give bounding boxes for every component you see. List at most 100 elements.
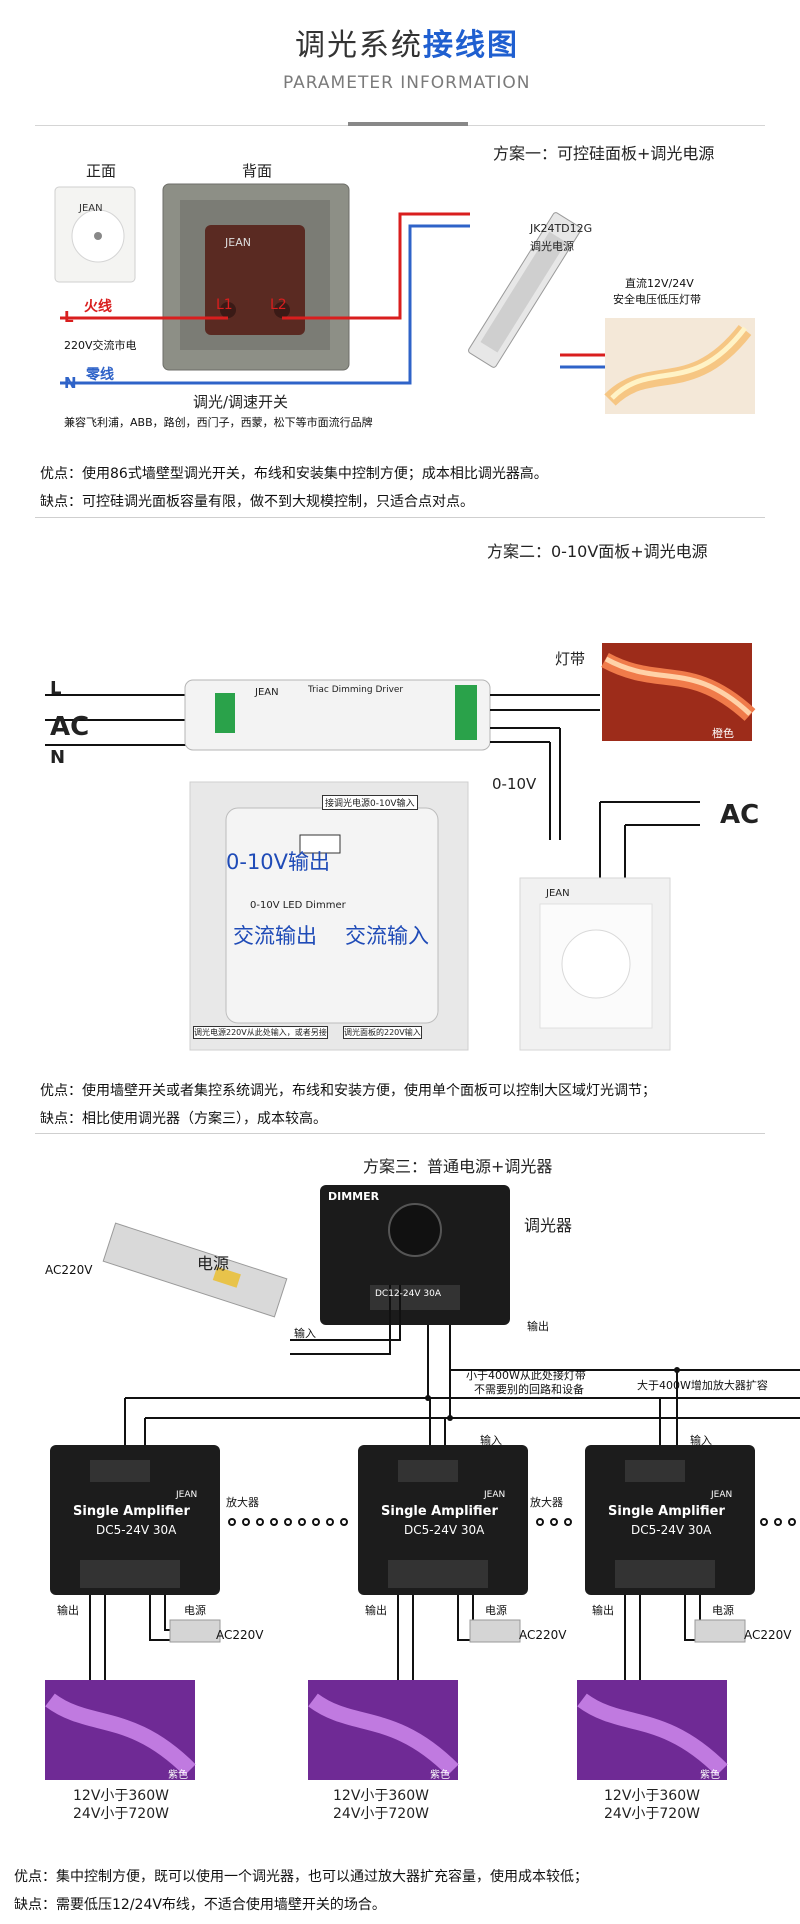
ac220-2: AC220V (519, 1628, 567, 1642)
amp-label-1: 放大器 (226, 1496, 259, 1509)
fire-label: 火线 (84, 299, 112, 315)
driver-box (468, 212, 582, 368)
driver-model: JK24TD12G (530, 222, 593, 235)
mains-label: 220V交流市电 (64, 339, 137, 352)
amp-dots (228, 1518, 796, 1526)
driver-name: 调光电源 (530, 240, 574, 253)
plan2-AC-right: AC (720, 800, 760, 830)
dimmer-label: 调光器 (524, 1216, 573, 1235)
amplifier-2 (358, 1445, 528, 1595)
front-brand: JEAN (79, 203, 103, 214)
amp1-output: 输出 (57, 1604, 79, 1617)
box-ac-in-label: 交流输入 (345, 924, 429, 948)
fire-wire-out (282, 212, 470, 320)
purple-1: 紫色 (168, 1770, 188, 1781)
psu-ac220: AC220V (45, 1263, 93, 1277)
page-title: 调光系统接线图 (295, 20, 519, 64)
plan3-title: 方案三：普通电源+调光器 (363, 1157, 553, 1176)
driver-title: Triac Dimming Driver (308, 685, 404, 695)
plan2-pro: 优点：使用墙壁开关或者集控系统调光，布线和安装方便，使用单个面板可以控制大区域灯… (40, 1083, 656, 1099)
switch-label: 调光/调速开关 (193, 393, 289, 411)
dimmer-knob (388, 1203, 442, 1257)
limit12-3: 12V小于360W (604, 1788, 700, 1804)
front-knob-center (94, 232, 102, 240)
plan1-pro: 优点：使用86式墙壁型调光开关，布线和安装集中控制方便；成本相比调光器高。 (40, 466, 548, 482)
led-desc-1: 直流12V/24V (625, 277, 694, 290)
plan3-con: 缺点：需要低压12/24V布线，不适合使用墙壁开关的场合。 (14, 1897, 386, 1913)
amp3-power: 电源 (712, 1604, 734, 1617)
note-under400-1: 小于400W从此处接灯带 (466, 1369, 586, 1382)
driver-terminal-right (455, 685, 477, 740)
neutral-label: 零线 (86, 367, 114, 383)
amplifier-1 (50, 1445, 220, 1595)
plan3-diagram (45, 1185, 800, 1780)
limit24-1: 24V小于720W (73, 1806, 169, 1822)
amp1-name: Single Amplifier (73, 1504, 190, 1519)
amp2-input: 输入 (480, 1434, 502, 1447)
dimmer-input: 输入 (294, 1327, 316, 1340)
note-over400: 大于400W增加放大器扩容 (637, 1379, 768, 1392)
psu-label: 电源 (197, 1254, 230, 1273)
amp1-power: 电源 (184, 1604, 206, 1617)
mini-psu-2 (469, 1619, 521, 1643)
led-strip-warm (605, 318, 755, 414)
amp2-name: Single Amplifier (381, 1504, 498, 1519)
L-label: L (64, 308, 74, 326)
driver-terminal-left (215, 693, 235, 733)
amp1-brand: JEAN (176, 1490, 198, 1500)
box-top-label: 接调光电源0-10V输入 (322, 795, 418, 810)
page-subtitle: PARAMETER INFORMATION (283, 73, 531, 93)
orange-label: 橙色 (712, 727, 734, 740)
amp3-input: 输入 (690, 1434, 712, 1447)
neutral-wire (60, 224, 470, 385)
dimmer-spec: DC12-24V 30A (375, 1289, 441, 1299)
amp2-output: 输出 (365, 1604, 387, 1617)
plan2-con: 缺点：相比使用调光器（方案三），成本较高。 (40, 1111, 327, 1127)
limit24-3: 24V小于720W (604, 1806, 700, 1822)
back-brand: JEAN (225, 236, 251, 249)
amp-label-2: 放大器 (530, 1496, 563, 1509)
triac-driver (184, 679, 491, 751)
ac220-1: AC220V (216, 1628, 264, 1642)
box-dimmer-label: 0-10V LED Dimmer (250, 900, 346, 911)
dimmer-brand: DIMMER (328, 1190, 380, 1203)
L1-label: L1 (216, 297, 233, 313)
mini-psu-3 (694, 1619, 746, 1643)
amp1-spec: DC5-24V 30A (96, 1523, 177, 1537)
compat-label: 兼容飞利浦，ABB，路创，西门子，西蒙，松下等市面流行品牌 (64, 416, 373, 429)
v010-label: 0-10V (492, 775, 537, 793)
amp2-spec: DC5-24V 30A (404, 1523, 485, 1537)
amplifier-3 (585, 1445, 755, 1595)
box-bottom-left: 调光电源220V从此处输入，或者另接 (193, 1026, 328, 1039)
plan1-title: 方案一：可控硅面板+调光电源 (493, 144, 715, 163)
dimmer-output: 输出 (527, 1320, 549, 1333)
N-label: N (64, 374, 77, 392)
title-plain: 调光系统 (295, 28, 423, 63)
plan2-title: 方案二：0-10V面板+调光电源 (487, 542, 708, 561)
panel-knob (561, 929, 631, 999)
plan2-AC: AC (50, 712, 90, 742)
amp2-power: 电源 (485, 1604, 507, 1617)
purple-3: 紫色 (700, 1770, 720, 1781)
amp3-output: 输出 (592, 1604, 614, 1617)
plan1-con: 缺点：可控硅调光面板容量有限，做不到大规模控制，只适合点对点。 (40, 494, 474, 510)
amp3-name: Single Amplifier (608, 1504, 725, 1519)
terminal-l2 (274, 302, 290, 318)
amp3-brand: JEAN (711, 1490, 733, 1500)
panel-brand: JEAN (546, 888, 570, 899)
limit12-1: 12V小于360W (73, 1788, 169, 1804)
front-label: 正面 (86, 162, 117, 180)
plan1-divider (35, 517, 765, 518)
header-accent-bar (348, 122, 468, 126)
terminal-l1 (220, 302, 236, 318)
ac220-3: AC220V (744, 1628, 792, 1642)
strip-label: 灯带 (555, 650, 586, 668)
L2-label: L2 (270, 297, 287, 313)
amp2-brand: JEAN (484, 1490, 506, 1500)
note-under400-2: 不需要别的回路和设备 (474, 1383, 584, 1396)
plan2-L: L (50, 678, 62, 699)
plan2-divider (35, 1133, 765, 1134)
psu-unit (102, 1222, 288, 1318)
box-ac-out-label: 交流输出 (233, 924, 317, 948)
led-desc-2: 安全电压低压灯带 (613, 293, 701, 306)
